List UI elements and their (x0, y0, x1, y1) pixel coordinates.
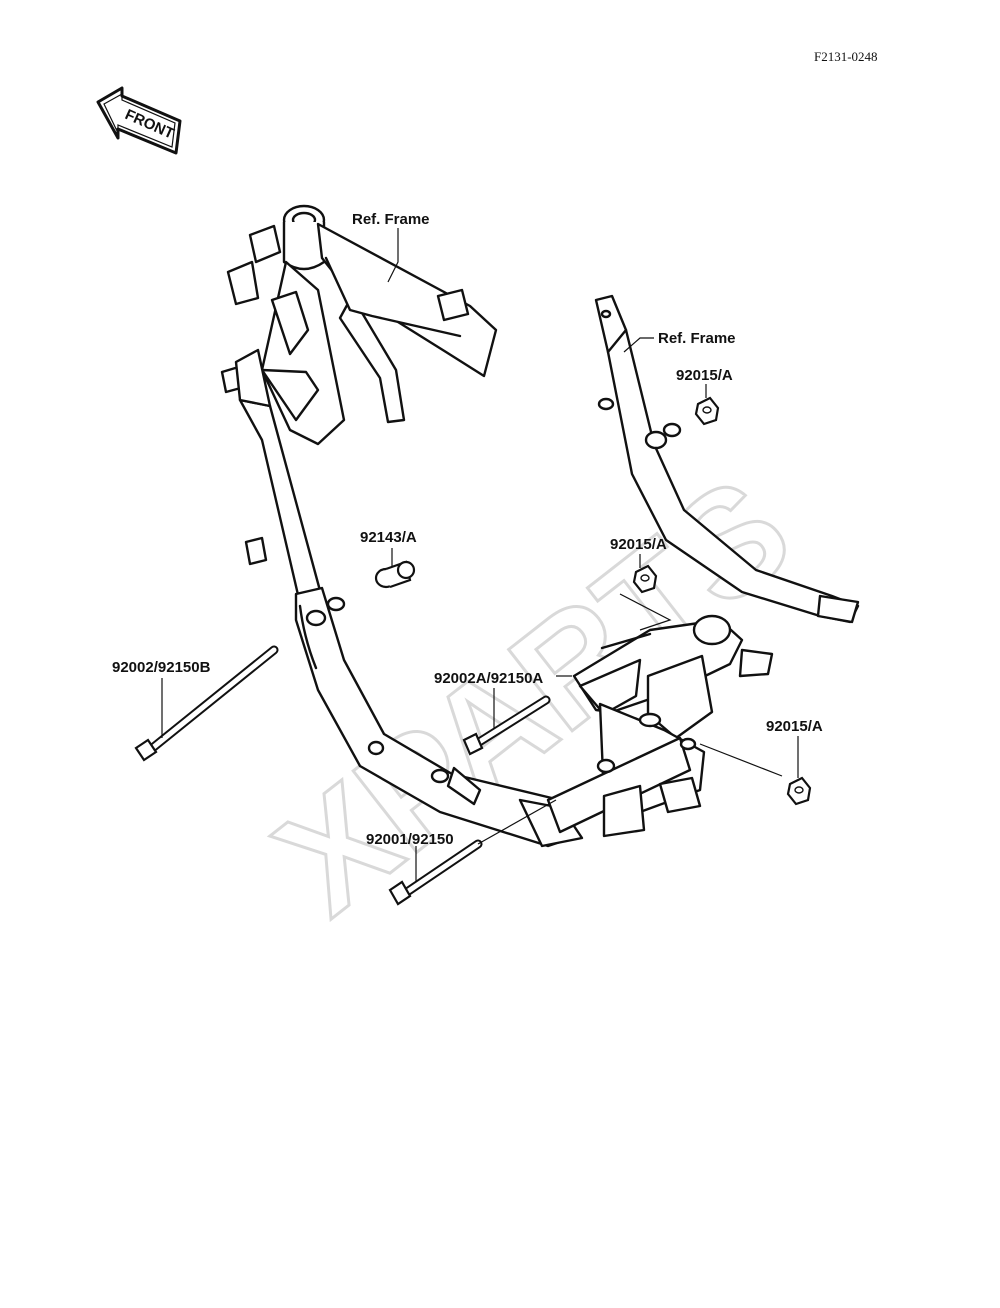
bolt-92002a-icon (462, 695, 551, 756)
callout-92015-lower: 92015/A (766, 718, 823, 735)
callout-92002a-92150a: 92002A/92150A (434, 670, 544, 687)
cross-member-assembly (546, 614, 774, 838)
nut-upper-icon (694, 396, 720, 426)
bushing-92143-icon (374, 560, 416, 589)
nut-lower-icon (786, 776, 812, 806)
leader-lines (161, 228, 799, 882)
bolt-92002-icon (134, 645, 279, 762)
nut-middle-icon (632, 564, 658, 594)
callout-92015-upper: 92015/A (676, 367, 733, 384)
main-frame (220, 204, 584, 848)
callout-92002-92150b: 92002/92150B (112, 659, 211, 676)
callout-92001-92150: 92001/92150 (366, 831, 454, 848)
callout-ref-frame-right: Ref. Frame (658, 330, 736, 347)
rear-frame-section (594, 294, 860, 624)
callout-ref-frame-top: Ref. Frame (352, 211, 430, 228)
document-id: F2131-0248 (814, 49, 878, 64)
front-arrow-icon: FRONT (96, 86, 182, 155)
callout-92015-middle: 92015/A (610, 536, 667, 553)
bolt-92001-icon (388, 839, 483, 906)
callout-92143: 92143/A (360, 529, 417, 546)
